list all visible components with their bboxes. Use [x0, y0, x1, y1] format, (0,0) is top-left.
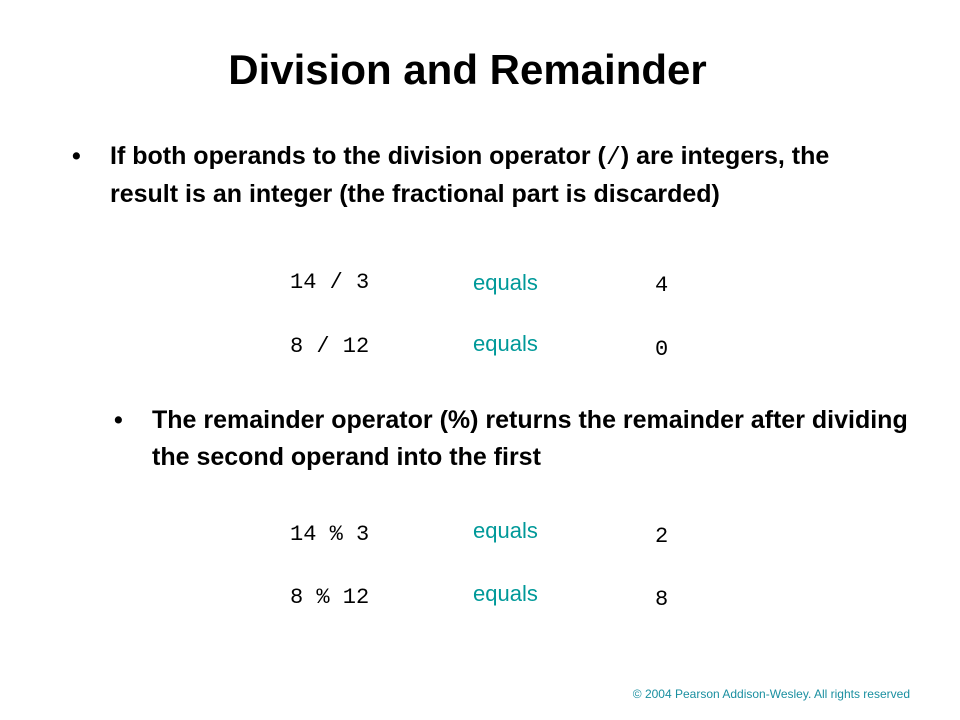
division-example-expression: 8 / 12	[290, 334, 370, 359]
slide-title: Division and Remainder	[228, 46, 707, 93]
remainder-example-equals: equals	[473, 518, 538, 543]
bullet-remainder: • The remainder operator (%) returns the…	[114, 402, 934, 476]
bullet-division-text: If both operands to the division operato…	[72, 138, 892, 213]
bullet-remainder-text: The remainder operator (%) returns the r…	[152, 406, 908, 471]
bullet-division-text-before: If both operands to the division operato…	[110, 142, 606, 170]
division-example-result: 4	[655, 273, 669, 298]
copyright-footer: © 2004 Pearson Addison-Wesley. All right…	[632, 687, 910, 701]
bullet-marker: •	[114, 406, 123, 434]
bullet-marker: •	[72, 142, 81, 170]
division-operator: /	[605, 143, 621, 172]
remainder-example-result: 8	[655, 587, 669, 612]
remainder-example-expression: 14 % 3	[290, 522, 370, 547]
division-example-result: 0	[655, 337, 669, 362]
division-example-equals: equals	[473, 331, 538, 356]
bullet-division: • If both operands to the division opera…	[72, 138, 892, 213]
remainder-example-result: 2	[655, 524, 669, 549]
remainder-example-equals: equals	[473, 581, 538, 606]
division-example-equals: equals	[473, 270, 538, 295]
bullet-division-text-after: ) are integers, the result is an integer…	[110, 142, 830, 208]
division-example-expression: 14 / 3	[290, 270, 370, 295]
remainder-example-expression: 8 % 12	[290, 585, 370, 610]
